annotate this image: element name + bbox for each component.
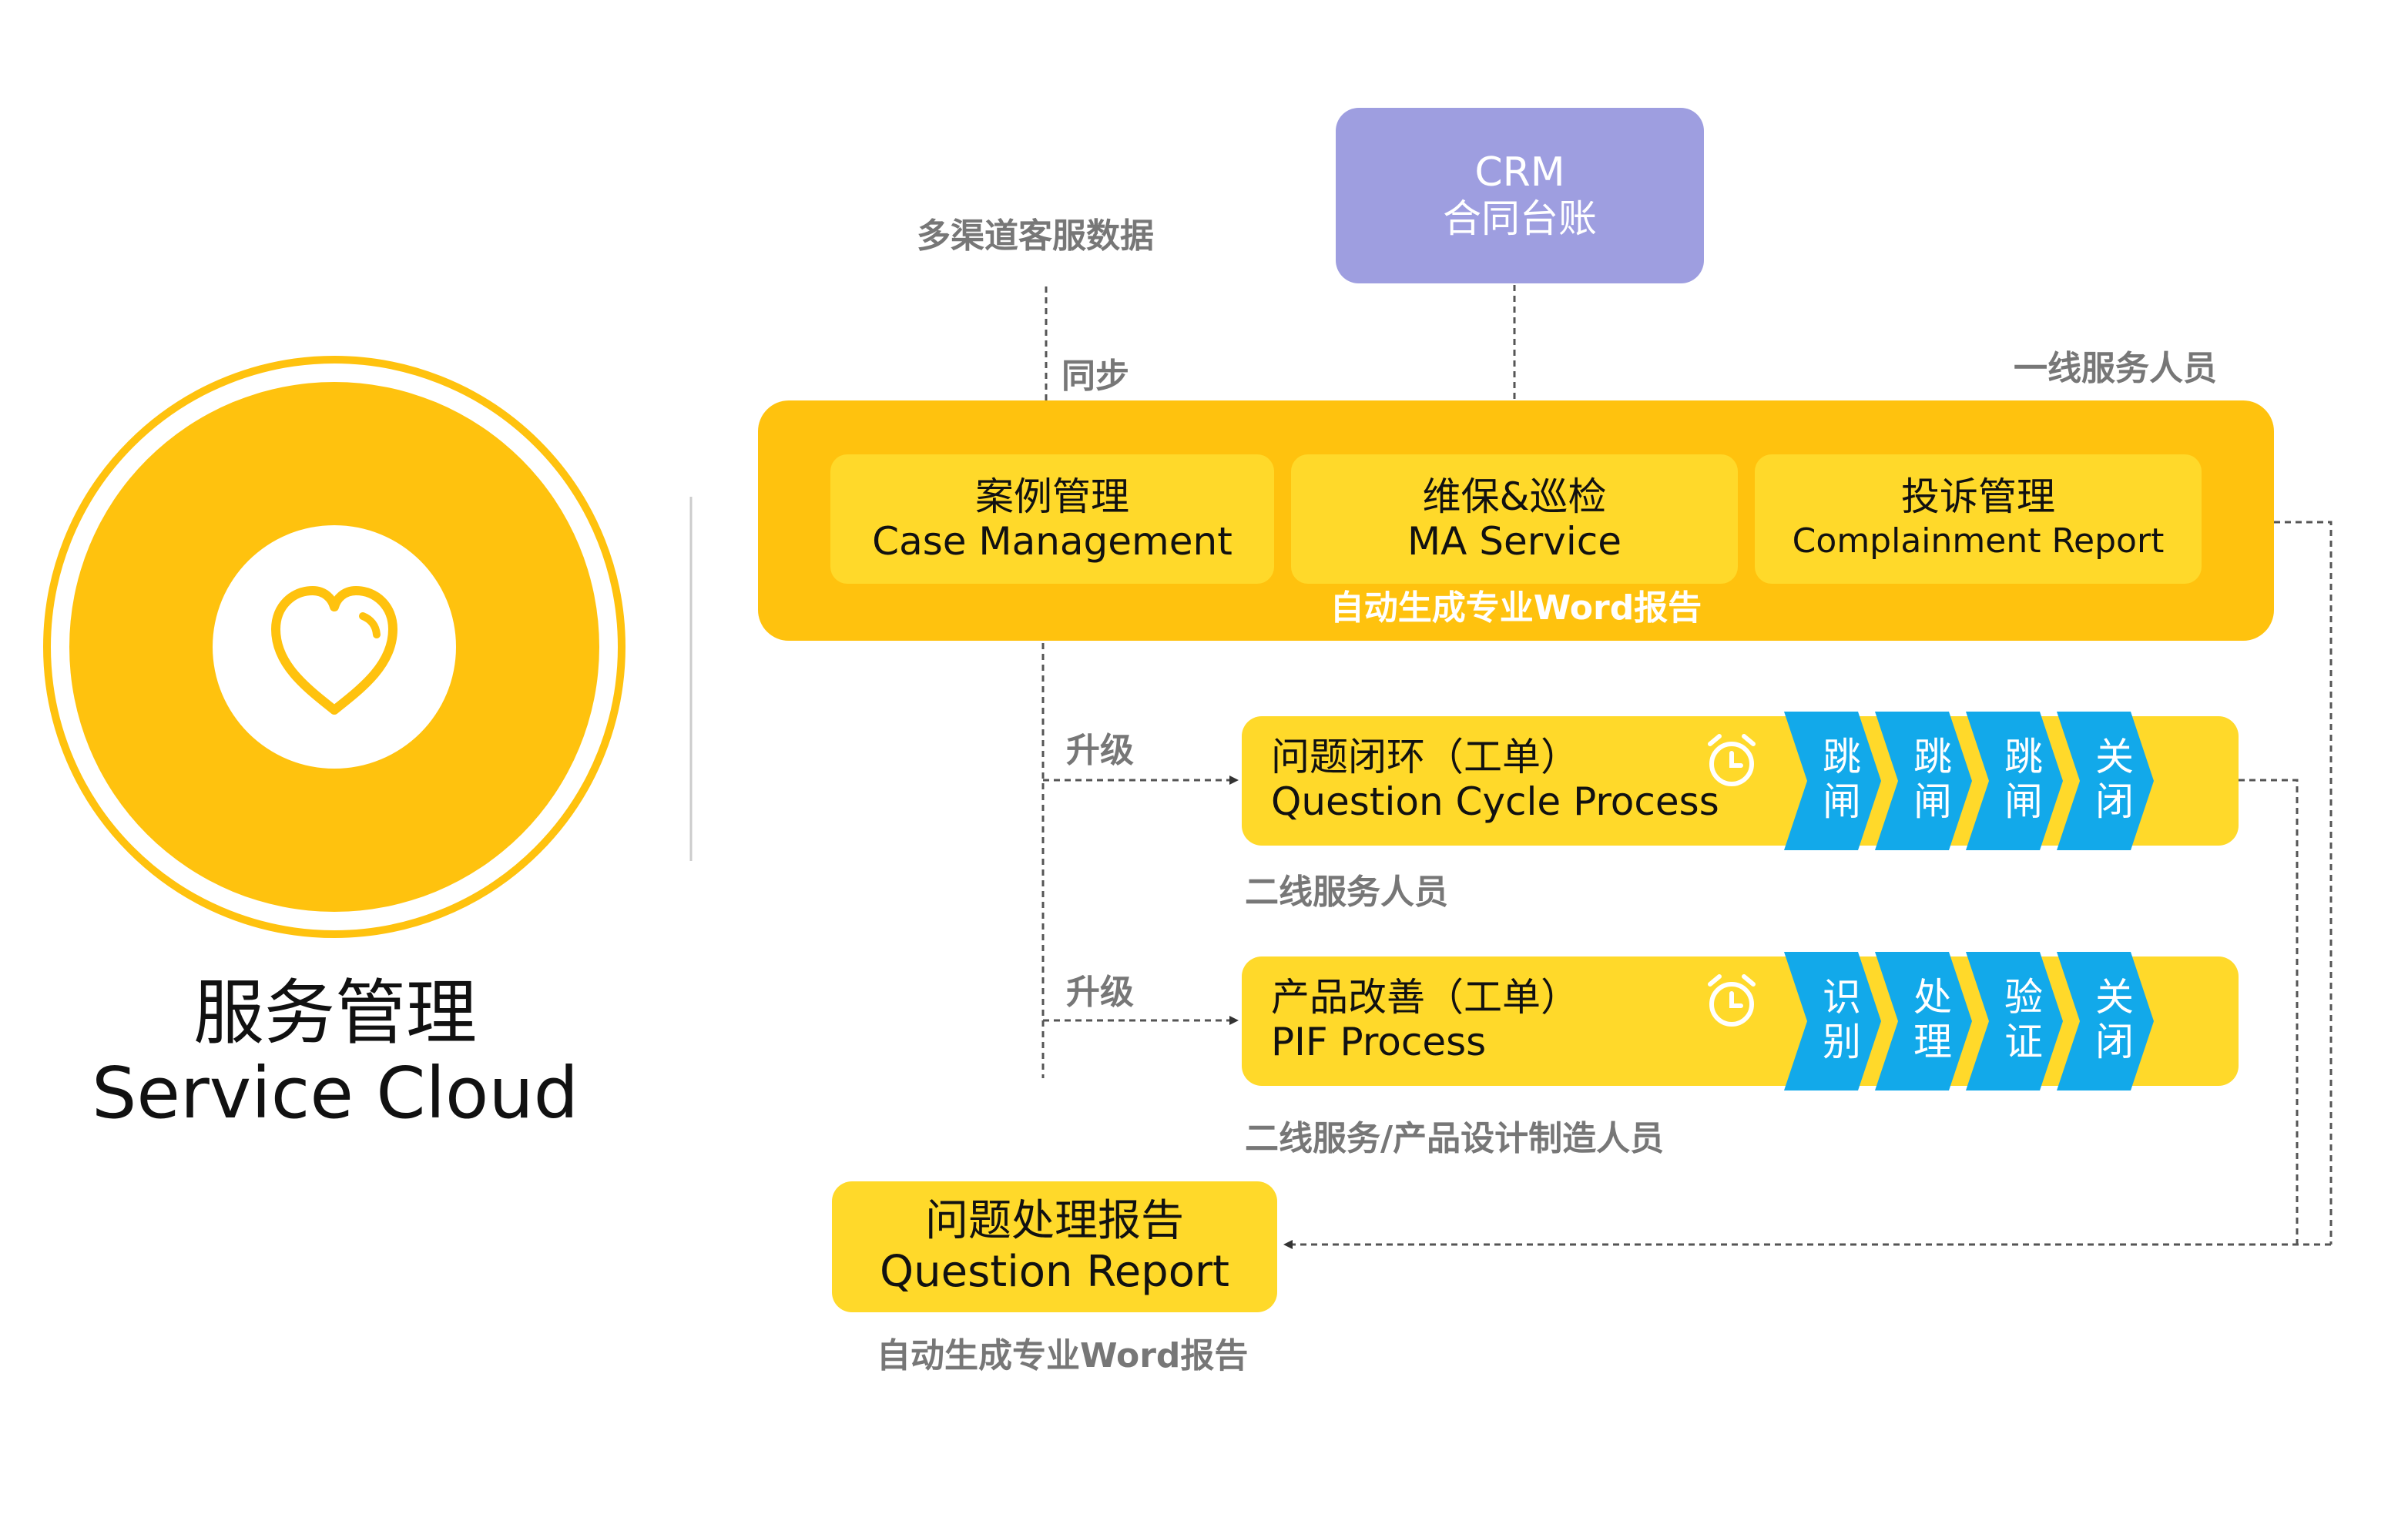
emblem-inner-circle [213,525,456,769]
step-char-top: 跳 [1913,735,1952,779]
step-char-top: 识 [1823,975,1861,1020]
case-management-module[interactable]: 案例管理 Case Management [830,454,1274,584]
step-char-bottom: 闸 [1913,779,1952,824]
module-zh: 维保&巡检 [1422,474,1607,519]
step-char-bottom: 闸 [1823,779,1861,824]
module-en: MA Service [1407,519,1622,564]
ma-service-module[interactable]: 维保&巡检 MA Service [1291,454,1738,584]
process-text: 产品改善（工单） PIF Process [1271,975,1579,1064]
process-text: 问题闭环（工单） Question Cycle Process [1271,735,1719,824]
module-zh: 案例管理 [975,474,1129,519]
step-chevron [2057,712,2154,850]
pif-process[interactable]: 产品改善（工单） PIF Process 识 别 处 理 验 证 关 闭 [1242,952,2239,1090]
process-step-1: 跳 闸 [1815,735,1869,824]
process-steps-chevrons [1784,952,2154,1090]
step-chevron [1966,712,2063,850]
first-line-staff-label: 一线服务人员 [2014,349,2217,388]
process-zh: 产品改善（工单） [1271,975,1579,1020]
sync-label: 同步 [1061,357,1129,396]
process-step-3: 验 证 [1997,975,2051,1064]
service-cloud-title: 服务管理 Service Cloud [69,969,601,1138]
step-chevron [1966,952,2063,1090]
step-char-bottom: 闭 [2095,779,2134,824]
step-chevron [2057,952,2154,1090]
service-cloud-emblem [43,356,625,938]
alarm-clock-icon [1708,734,1756,786]
step-char-top: 跳 [2004,735,2043,779]
step-char-bottom: 别 [1823,1020,1861,1064]
crm-box: CRM 合同台账 [1336,108,1704,283]
question-report-box[interactable]: 问题处理报告 Question Report [832,1181,1277,1312]
alarm-clock-icon [1708,974,1756,1027]
process-step-4: 关 闭 [2088,735,2141,824]
step-char-bottom: 闸 [2004,779,2043,824]
step-char-top: 验 [2004,975,2043,1020]
module-zh: 投诉管理 [1901,474,2055,519]
step-chevron [1875,712,1972,850]
step-chevron [1784,952,1881,1090]
process-steps-chevrons [1784,712,2154,850]
process-return-line [2239,779,2299,1245]
question-cycle-process[interactable]: 问题闭环（工单） Question Cycle Process 跳 闸 跳 闸 … [1242,712,2239,850]
upgrade-label-2: 升级 [1066,973,1134,1012]
module-en: Case Management [872,519,1233,564]
auto-word-report-label-2: 自动生成专业Word报告 [877,1336,1249,1375]
process-step-4: 关 闭 [2088,975,2141,1064]
process-zh: 问题闭环（工单） [1271,735,1579,779]
module-en: Complainment Report [1792,521,2165,561]
second-line-product-staff-label: 二线服务/产品设计制造人员 [1245,1119,1665,1158]
crm-subtitle: 合同台账 [1443,196,1597,241]
auto-word-report-label-1: 自动生成专业Word报告 [1330,588,1702,628]
complaint-return-line [2274,521,2333,1245]
step-char-bottom: 闭 [2095,1020,2134,1064]
step-char-top: 处 [1913,975,1952,1020]
process-step-2: 跳 闸 [1906,735,1960,824]
process-step-2: 处 理 [1906,975,1960,1064]
title-en: Service Cloud [91,1052,579,1134]
title-zh: 服务管理 [193,972,477,1054]
step-char-top: 关 [2095,975,2134,1020]
step-char-top: 关 [2095,735,2134,779]
complaint-module[interactable]: 投诉管理 Complainment Report [1755,454,2202,584]
process-step-3: 跳 闸 [1997,735,2051,824]
report-zh: 问题处理报告 [925,1196,1184,1246]
step-char-bottom: 理 [1913,1020,1952,1064]
step-chevron [1875,952,1972,1090]
process-en: Question Cycle Process [1271,779,1719,824]
multichannel-label: 多渠道客服数据 [917,216,1154,256]
process-step-1: 识 别 [1815,975,1869,1064]
report-en: Question Report [880,1247,1229,1297]
upgrade-label-1: 升级 [1066,731,1134,770]
first-line-container: 案例管理 Case Management 维保&巡检 MA Service 投诉… [758,400,2274,641]
process-en: PIF Process [1271,1020,1487,1064]
step-char-bottom: 证 [2004,1020,2043,1064]
second-line-staff-label: 二线服务人员 [1245,873,1448,912]
step-chevron [1784,712,1881,850]
heart-icon [271,586,397,715]
step-char-top: 跳 [1823,735,1861,779]
crm-title: CRM [1474,149,1565,196]
